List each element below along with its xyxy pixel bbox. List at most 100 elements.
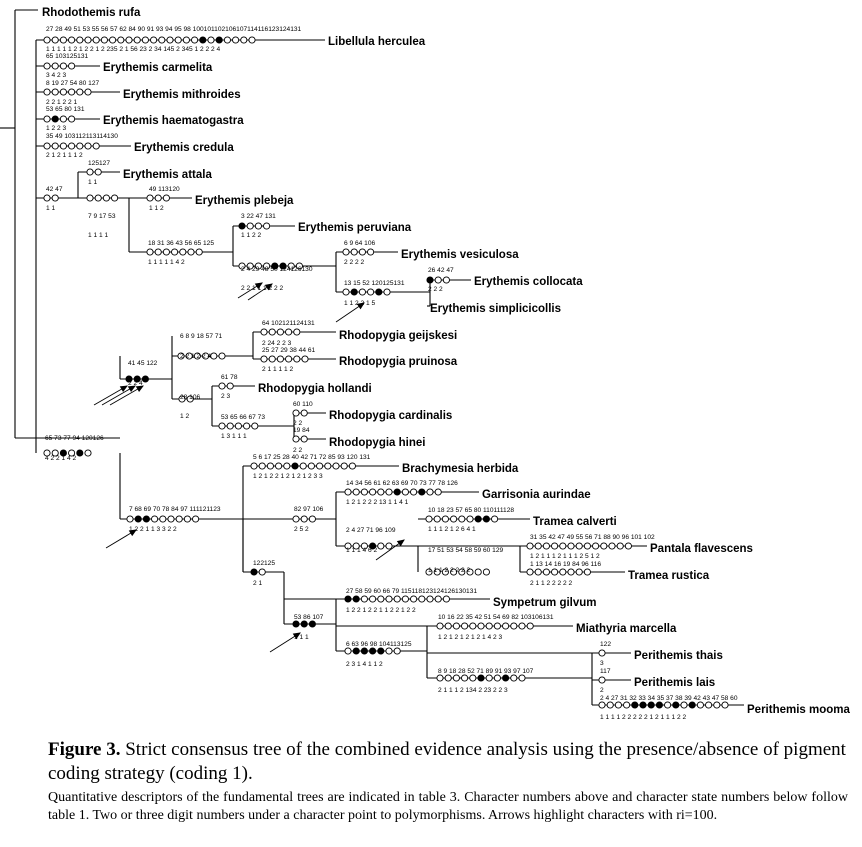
character-marker-open: [559, 542, 567, 550]
character-marker-filled: [291, 462, 299, 470]
state-numbers: 1 1 1 2 1 2 6 4 1: [428, 526, 476, 533]
state-numbers: 1 1 2: [149, 205, 164, 212]
taxon-label: Erythemis haematogastra: [103, 115, 244, 127]
state-numbers: 1 1 1 2 2 2 2 2: [428, 567, 470, 574]
character-marker-open: [518, 674, 526, 682]
character-marker-open: [232, 36, 240, 44]
character-marker-open: [293, 355, 301, 363]
character-marker-open: [410, 488, 418, 496]
character-marker-open: [441, 568, 449, 576]
character-numbers: 53 65 66 67 73: [221, 414, 265, 421]
ri-arrow-head: [396, 539, 405, 547]
taxon-label: Erythemis credula: [134, 142, 234, 154]
taxon-label: Erythemis simplicicollis: [430, 303, 561, 315]
character-marker-open: [342, 248, 350, 256]
character-marker-open: [100, 36, 108, 44]
character-marker-open: [401, 488, 409, 496]
character-marker-open: [442, 276, 450, 284]
character-marker-filled: [477, 674, 485, 682]
character-marker-open: [146, 248, 154, 256]
taxon-label: Rhodopygia cardinalis: [329, 410, 452, 422]
character-numbers: 28 106: [180, 394, 201, 401]
character-marker-open: [240, 36, 248, 44]
character-marker-open: [51, 449, 59, 457]
character-marker-open: [162, 194, 170, 202]
character-marker-open: [254, 222, 262, 230]
character-marker-open: [393, 647, 401, 655]
character-numbers: 31 35 42 47 49 55 56 71 88 90 96 101 102: [530, 534, 655, 541]
character-numbers: 1 13 14 16 19 84 96 116: [530, 561, 601, 568]
taxon-label: Rhodopygia hinei: [329, 437, 425, 449]
character-marker-open: [436, 674, 444, 682]
character-marker-open: [94, 194, 102, 202]
character-marker-open: [600, 542, 608, 550]
character-marker-open: [185, 352, 193, 360]
taxon-label: Erythemis collocata: [474, 276, 583, 288]
character-numbers: 10 18 23 57 65 80 110111128: [428, 507, 514, 514]
character-marker-open: [360, 542, 368, 550]
character-marker-open: [171, 248, 179, 256]
state-numbers: 1 1 1 1 1 4 2: [148, 259, 185, 266]
character-marker-filled: [76, 449, 84, 457]
taxon-label: Rhodopygia geijskesi: [339, 330, 457, 342]
character-marker-open: [342, 288, 350, 296]
character-marker-open: [226, 382, 234, 390]
state-numbers: 1 1 1 1 1 2 1 2 2 1 2 235 2 1 56 23 2 34…: [46, 46, 220, 53]
character-marker-open: [377, 542, 385, 550]
taxon-label: Libellula herculea: [328, 36, 426, 48]
character-marker-open: [474, 568, 482, 576]
taxon-label: Perithemis lais: [634, 677, 715, 689]
state-numbers: 1 3 1 1 1: [221, 433, 247, 440]
character-marker-open: [162, 248, 170, 256]
character-marker-filled: [393, 488, 401, 496]
caption-title-text: Strict consensus tree of the combined ev…: [48, 739, 846, 784]
character-marker-open: [301, 355, 309, 363]
character-marker-filled: [292, 620, 300, 628]
state-numbers: 2 2 1 1 1 2 2 2: [241, 285, 283, 292]
taxon-label: Pantala flavescens: [650, 543, 753, 555]
character-marker-open: [68, 449, 76, 457]
character-marker-open: [292, 515, 300, 523]
character-marker-open: [195, 248, 203, 256]
state-numbers: 4 2 2 1 4 2: [45, 455, 76, 462]
state-numbers: 3 4 2 3: [46, 72, 66, 79]
character-marker-open: [526, 568, 534, 576]
character-marker-open: [260, 328, 268, 336]
character-marker-open: [592, 542, 600, 550]
state-numbers: 1 1 1: [294, 634, 309, 641]
character-marker-open: [263, 262, 271, 270]
character-marker-open: [292, 435, 300, 443]
ri-arrow-head: [264, 283, 273, 291]
character-marker-open: [442, 595, 450, 603]
character-numbers: 53 65 80 131: [46, 106, 85, 113]
character-marker-open: [696, 701, 704, 709]
character-marker-filled: [350, 288, 358, 296]
character-marker-open: [614, 701, 622, 709]
character-marker-filled: [418, 488, 426, 496]
character-marker-open: [266, 462, 274, 470]
character-numbers: 35 49 103112113114130: [46, 133, 118, 140]
state-numbers: 1 2 2 1 1 3 3 2 2: [129, 526, 177, 533]
ri-arrow-head: [356, 302, 365, 310]
character-marker-open: [608, 542, 616, 550]
character-marker-open: [86, 194, 94, 202]
character-marker-filled: [59, 449, 67, 457]
character-marker-open: [385, 595, 393, 603]
character-numbers: 61 78: [221, 374, 238, 381]
character-marker-open: [177, 352, 185, 360]
state-numbers: 1 2 2 1 2 2 1 1 2 2 1 2 2: [346, 607, 416, 614]
character-marker-open: [76, 36, 84, 44]
character-marker-open: [51, 88, 59, 96]
state-numbers: 2 1 1 1 2 134 2 23 2 2 3: [438, 687, 508, 694]
character-numbers: 14 34 56 61 62 63 69 70 73 77 78 126: [346, 480, 458, 487]
character-marker-open: [43, 36, 51, 44]
character-marker-open: [276, 328, 284, 336]
character-marker-open: [154, 248, 162, 256]
character-marker-open: [348, 462, 356, 470]
character-marker-open: [226, 422, 234, 430]
state-numbers: 1 2 1 1 1 2 1 1 1 2 5 1 2: [530, 553, 600, 560]
character-marker-open: [485, 674, 493, 682]
character-marker-open: [482, 568, 490, 576]
character-marker-open: [51, 62, 59, 70]
character-marker-open: [360, 488, 368, 496]
